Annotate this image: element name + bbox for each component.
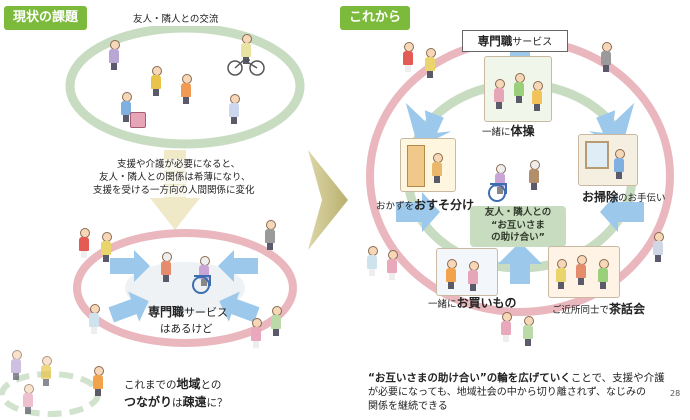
cleaning-person [613,149,625,179]
center-elder-with-cane [528,160,540,190]
tea-party-label: ご近所同士で茶話会 [552,303,645,317]
shopping-person-1 [445,259,457,289]
waving-man-figure [92,366,104,396]
tea-party-scene [548,246,620,298]
prof-box-suffix: サービス [512,37,553,48]
conclusion-rest1: ことで、支援や介護 [570,372,665,384]
sharing-bold: おすそ分け [414,198,475,212]
right-doctor-figure [600,42,612,72]
shopping-label: 一緒にお買いもの [428,297,517,311]
tea-bold: 茶話会 [609,302,646,316]
professional-service-sub: はあるけど [160,323,213,335]
prof-box-bold: 専門職 [477,34,513,48]
wheelchair-icon [192,275,211,294]
professional-service-circle [73,229,297,347]
window-shape [585,141,609,169]
ties-mid2: は [172,397,183,409]
professional-service-title: 専門職 [148,305,185,319]
caregiver-figure-2 [100,232,112,262]
right-caregiver-figure-1 [402,42,414,72]
friends-circle-diagram [65,23,305,149]
caregiver-figure-1 [78,228,90,258]
transition-text-3: 支援を受ける一方向の人間関係に変化 [93,185,255,197]
future-badge: これから [340,6,411,30]
right-helper-figure-2 [522,316,534,346]
tea-person-2 [575,255,587,285]
exercise-person-3 [531,81,543,111]
weakened-ties-line1: これまでの地域との [124,378,221,391]
right-nurse-figure-3 [500,312,512,342]
exercise-bold: 体操 [510,124,535,138]
elderly-man-figure [108,40,120,70]
running-woman-figure [180,74,192,104]
door-shape [407,145,425,187]
tea-person-1 [555,259,567,289]
walking-man-figure [150,66,162,96]
distant-person-figure-3 [22,384,34,414]
professional-service-box: 専門職サービス [462,30,568,52]
professional-service-label: 専門職サービス [148,306,228,319]
transition-text-1: 支援や介護が必要になると、 [117,159,241,171]
exercise-prefix: 一緒に [482,127,511,138]
distant-person-figure-1 [10,350,22,380]
shopping-bold: お買いもの [456,296,517,310]
sharing-person [431,153,443,183]
bicycle-icon [227,59,265,76]
friends-exchange-label: 友人・隣人との交流 [130,14,222,26]
right-nurse-figure-1 [366,246,378,276]
professional-service-suffix: サービス [184,306,229,319]
shopping-cart-woman-figure [120,92,132,122]
support-arrows [108,250,260,323]
ties-suffix: に？ [206,397,228,409]
center-box-line2: “お互いさま [491,219,545,231]
tea-prefix: ご近所同士で [552,305,610,316]
future-direction-arrow [308,150,348,250]
conclusion-line3: 関係を継続できる [368,401,448,412]
ties-prefix: これまでの [124,379,177,391]
weakened-ties-line2: つながりは疎遠に？ [124,396,228,409]
distant-person-figure-2 [40,356,52,386]
shopping-cart-icon [130,112,146,128]
ties-bold-distant: 疎遠 [182,395,207,409]
helper-figure [270,306,282,336]
conclusion-line1: “お互いさまの助け合い”の輪を広げていくことで、支援や介護 [368,372,665,385]
man-with-dog-figure [228,94,240,124]
cleaning-scene [578,134,638,186]
page-number: 28 [670,389,681,398]
cleaning-suffix: のお手伝い [618,193,666,204]
ties-bold-community: 地域 [176,377,201,391]
transition-text-2: 友人・隣人との関係は希薄になり、 [99,172,251,184]
nurse-figure-2 [250,318,262,348]
exercise-person-2 [513,73,525,103]
right-nurse-figure-2 [386,250,398,280]
cleaning-label: お掃除のお手伝い [582,191,666,205]
cleaning-bold: お掃除 [582,190,619,204]
right-caregiver-figure-2 [424,48,436,78]
current-issues-badge: 現状の課題 [4,6,88,30]
shopping-person-2 [467,261,479,291]
center-box-line1: 友人・隣人との [484,207,552,218]
food-sharing-label: おかずをおすそ分け [376,199,474,213]
shopping-prefix: 一緒に [428,299,457,310]
food-sharing-scene [400,138,456,192]
conclusion-line2: が必要になっても、地域社会の中から切り離されず、なじみの [368,387,646,398]
exercise-scene [484,56,552,122]
sharing-prefix: おかずを [376,201,415,212]
shopping-scene [436,248,498,296]
tea-person-3 [597,259,609,289]
wheelchair-man-figure [198,256,210,286]
center-wheelchair-icon [488,183,507,202]
center-wheelchair-elder [494,164,506,194]
doctor-figure [264,220,276,250]
elderly-woman-figure [160,252,172,282]
conclusion-bold: “お互いさまの助け合い”の輪を広げていく [368,372,571,384]
nurse-figure-1 [88,304,100,334]
exercise-person-1 [493,79,505,109]
center-box-line3: の助け合い” [491,232,545,243]
right-helper-figure [652,232,664,262]
ties-bold-connection: つながり [124,395,173,409]
exercise-label: 一緒に体操 [482,125,535,139]
mutual-aid-center-box: 友人・隣人との “お互いさま の助け合い” [470,206,566,247]
ties-mid: との [200,379,222,391]
